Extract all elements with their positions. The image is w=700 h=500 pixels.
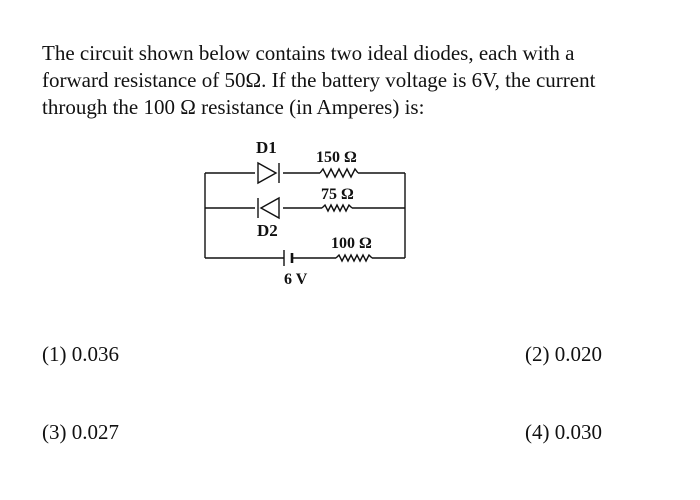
resistor-100-zigzag	[335, 253, 373, 263]
label-d1: D1	[256, 138, 277, 157]
question-line-1: The circuit shown below contains two ide…	[42, 41, 575, 65]
option-4[interactable]: (4) 0.030	[525, 420, 602, 444]
option-3[interactable]: (3) 0.027	[42, 420, 119, 444]
question-line-2: forward resistance of 50Ω. If the batter…	[42, 68, 596, 92]
diode-d2	[257, 196, 280, 220]
resistor-75-zigzag	[321, 203, 353, 213]
label-d2: D2	[257, 221, 278, 240]
resistor-150-zigzag	[319, 167, 359, 179]
battery-symbol	[283, 250, 294, 266]
question-line-3: through the 100 Ω resistance (in Amperes…	[42, 95, 425, 119]
label-battery: 6 V	[284, 271, 308, 288]
label-r150: 150 Ω	[316, 149, 357, 166]
option-1[interactable]: (1) 0.036	[42, 342, 119, 366]
label-r75: 75 Ω	[321, 186, 354, 203]
diode-d1	[257, 161, 280, 185]
label-r100: 100 Ω	[331, 235, 372, 252]
option-2[interactable]: (2) 0.020	[525, 342, 602, 366]
question-text: The circuit shown below contains two ide…	[42, 40, 682, 121]
